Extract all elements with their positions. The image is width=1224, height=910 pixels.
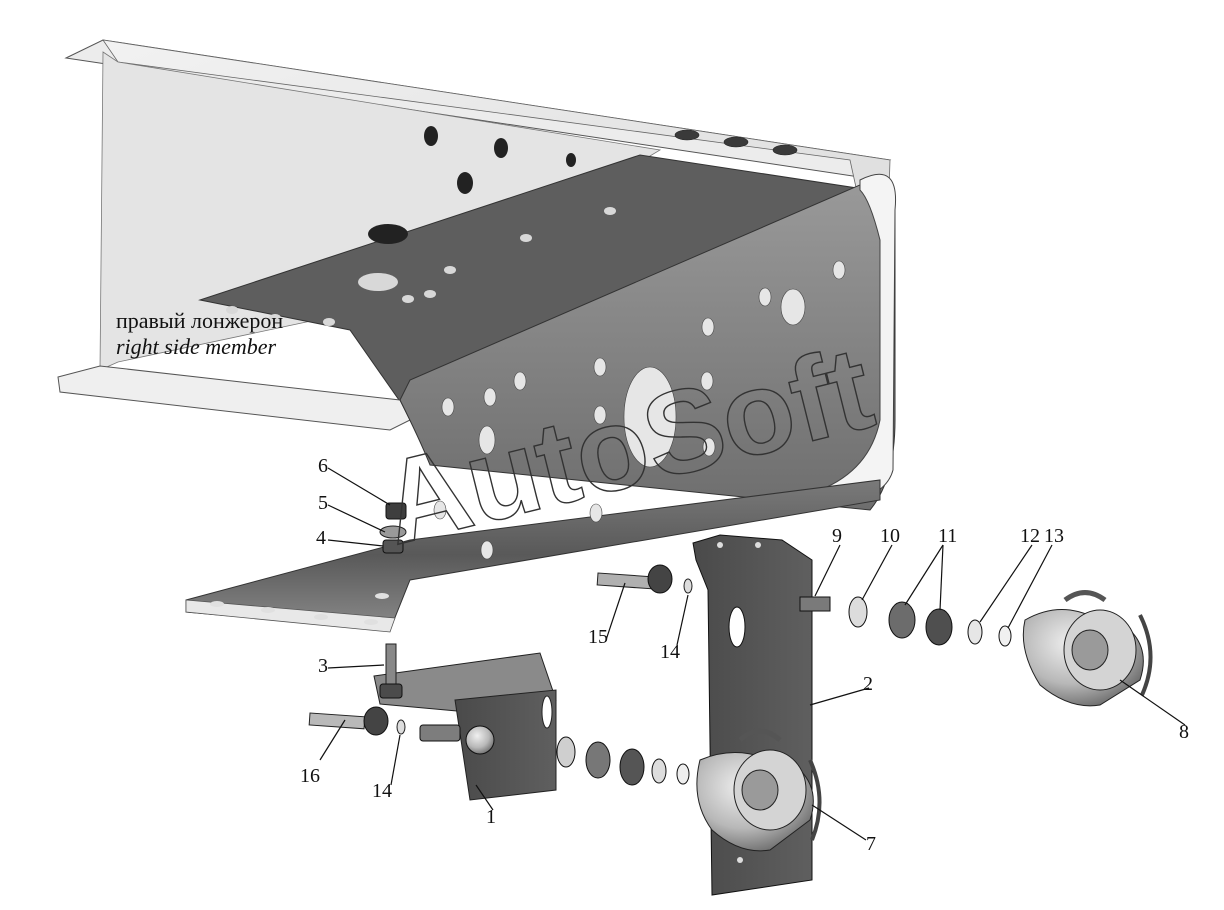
callout-14-right: 14 — [660, 641, 680, 663]
fitting-union-left[interactable] — [419, 724, 495, 755]
callout-7: 7 — [866, 833, 876, 855]
item-8-coupling-head[interactable] — [1022, 590, 1153, 707]
callout-13: 13 — [1044, 525, 1064, 547]
callout-16: 16 — [300, 765, 320, 787]
callout-1: 1 — [486, 806, 496, 828]
member-label-en: right side member — [116, 334, 277, 359]
item-7-coupling-head[interactable] — [696, 728, 822, 852]
leader-lines — [319, 467, 1186, 841]
item-5-washer[interactable] — [379, 525, 407, 539]
item-4-bolt-head[interactable] — [382, 539, 404, 554]
item-15-bolt[interactable] — [596, 564, 673, 594]
callout-8: 8 — [1179, 721, 1189, 743]
callout-3: 3 — [318, 655, 328, 677]
callout-14-left: 14 — [372, 780, 392, 802]
callout-11: 11 — [938, 525, 957, 547]
item-16-bolt[interactable] — [308, 706, 389, 736]
web-holes — [368, 126, 576, 244]
callout-5: 5 — [318, 492, 328, 514]
callout-2: 2 — [863, 673, 873, 695]
item-13-washer[interactable] — [998, 625, 1012, 647]
item-14-washer-left[interactable] — [396, 719, 406, 735]
callout-10: 10 — [880, 525, 900, 547]
item-6-nut[interactable] — [385, 502, 407, 520]
item-12-washer[interactable] — [967, 619, 983, 645]
item-1-bracket[interactable] — [373, 652, 557, 801]
lower-flange-left — [57, 365, 411, 431]
callout-6: 6 — [318, 455, 328, 477]
lower-flange-edge — [185, 599, 396, 633]
flange-holes — [674, 129, 798, 156]
side-member — [57, 39, 897, 633]
member-label-ru: правый лонжерон — [116, 308, 283, 333]
lower-hardware-row[interactable] — [556, 736, 690, 786]
inner-holes — [226, 207, 616, 326]
callout-4: 4 — [316, 527, 326, 549]
item-9-stud[interactable] — [799, 596, 831, 612]
item-10-washer[interactable] — [848, 596, 868, 628]
lower-flange-holes — [210, 593, 389, 625]
item-3-bolt[interactable] — [379, 643, 403, 699]
item-14-washer-right[interactable] — [683, 578, 693, 594]
front-holes[interactable] — [433, 260, 846, 560]
item-11-nuts[interactable] — [888, 601, 953, 646]
callout-15: 15 — [588, 626, 608, 648]
callout-9: 9 — [832, 525, 842, 547]
callout-12: 12 — [1020, 525, 1040, 547]
